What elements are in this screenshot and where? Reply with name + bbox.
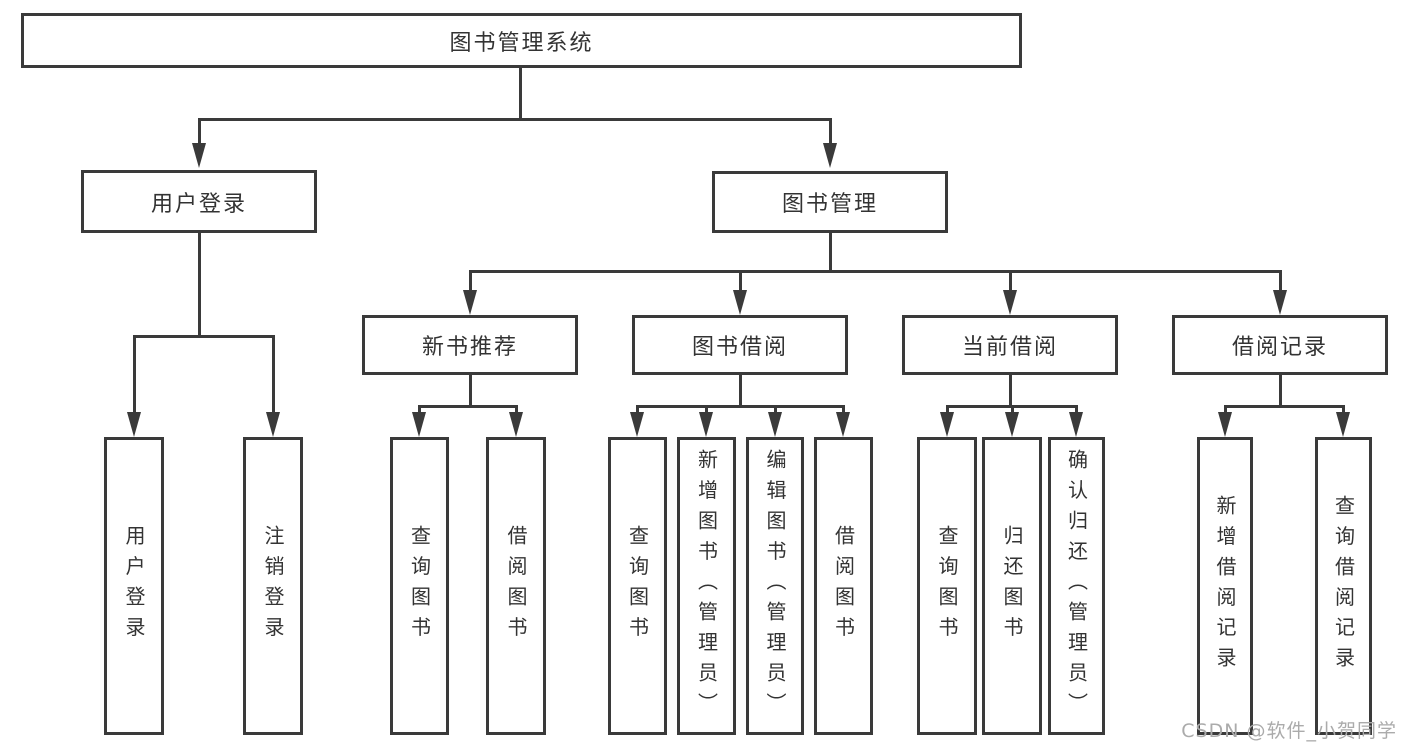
arrow-down-icon [266,412,280,437]
arrow-down-icon [192,143,206,168]
connector-line [515,405,518,415]
leaf-add-borrow-record: 新增借阅记录 [1197,437,1253,735]
arrow-down-icon [1273,290,1287,315]
connector-line [946,405,949,415]
leaf-label: 新增借阅记录 [1213,494,1237,678]
node-new-book-recommendation: 新书推荐 [362,315,578,375]
leaf-confirm-return-admin: 确认归还（管理员） [1048,437,1105,735]
connector-line [842,405,845,415]
connector-line [133,335,136,415]
leaf-label: 编辑图书（管理员） [763,449,787,723]
arrow-down-icon [836,412,850,437]
arrow-down-icon [1069,412,1083,437]
connector-line [1009,373,1012,407]
connector-line [198,118,831,121]
connector-line [133,335,275,338]
arrow-down-icon [1218,412,1232,437]
leaf-label: 注销登录 [261,525,285,647]
connector-line [1279,373,1282,407]
connector-line [1011,405,1014,415]
arrow-down-icon [1005,412,1019,437]
connector-line [636,405,844,408]
connector-line [1224,405,1344,408]
node-label: 当前借阅 [961,335,1058,360]
leaf-label: 借阅图书 [504,525,528,647]
node-user-login: 用户登录 [81,170,317,233]
leaf-label: 查询图书 [625,525,650,647]
arrow-down-icon [630,412,644,437]
connector-line [1009,270,1012,292]
node-label: 图书管理系统 [449,30,594,56]
connector-line [1224,405,1227,415]
leaf-label: 查询图书 [935,525,959,647]
connector-line [469,373,472,407]
leaf-add-books-admin: 新增图书（管理员） [677,437,736,735]
leaf-logout-login: 注销登录 [243,437,303,735]
arrow-down-icon [768,412,782,437]
connector-line [705,405,708,415]
connector-line [272,335,275,415]
node-borrowing-records: 借阅记录 [1172,315,1388,375]
leaf-label: 确认归还（管理员） [1064,449,1089,723]
connector-line [469,270,472,292]
connector-line [739,373,742,407]
csdn-watermark: CSDN @软件_小贺同学 [1181,720,1397,742]
connector-line [418,405,517,408]
node-current-borrowing: 当前借阅 [902,315,1118,375]
connector-line [418,405,421,415]
leaf-edit-books-admin: 编辑图书（管理员） [746,437,804,735]
leaf-query-books-borrowing: 查询图书 [608,437,667,735]
arrow-down-icon [463,290,477,315]
leaf-return-books: 归还图书 [982,437,1042,735]
connector-line [774,405,777,415]
arrow-down-icon [699,412,713,437]
leaf-user-login: 用户登录 [104,437,164,735]
arrow-down-icon [1003,290,1017,315]
connector-line [739,270,742,292]
node-label: 图书管理 [781,192,878,217]
leaf-label: 新增图书（管理员） [694,449,719,723]
connector-line [829,118,832,146]
node-label: 用户登录 [150,191,247,217]
leaf-query-books-current: 查询图书 [917,437,977,735]
leaf-label: 查询借阅记录 [1331,494,1356,678]
leaf-label: 归还图书 [1000,525,1024,647]
arrow-down-icon [733,290,747,315]
arrow-down-icon [940,412,954,437]
node-label: 借阅记录 [1231,335,1328,360]
connector-line [198,231,201,335]
arrow-down-icon [509,412,523,437]
leaf-label: 查询图书 [407,525,432,647]
node-book-management: 图书管理 [712,171,948,233]
arrow-down-icon [1336,412,1350,437]
connector-line [519,66,522,118]
connector-line [198,118,201,146]
connector-line [1279,270,1282,292]
connector-line [829,231,832,272]
node-library-management-system: 图书管理系统 [21,13,1022,68]
leaf-query-books-recommend: 查询图书 [390,437,449,735]
leaf-query-borrow-record: 查询借阅记录 [1315,437,1372,735]
connector-line [469,270,1282,273]
arrow-down-icon [412,412,426,437]
arrow-down-icon [823,143,837,168]
arrow-down-icon [127,412,141,437]
node-label: 新书推荐 [421,335,518,360]
connector-line [1342,405,1345,415]
leaf-label: 用户登录 [122,525,146,647]
node-label: 图书借阅 [691,335,788,360]
leaf-borrow-books-borrowing: 借阅图书 [814,437,873,735]
connector-line [1075,405,1078,415]
node-book-borrowing: 图书借阅 [632,315,848,375]
leaf-borrow-books-recommend: 借阅图书 [486,437,546,735]
leaf-label: 借阅图书 [831,525,856,647]
connector-line [636,405,639,415]
